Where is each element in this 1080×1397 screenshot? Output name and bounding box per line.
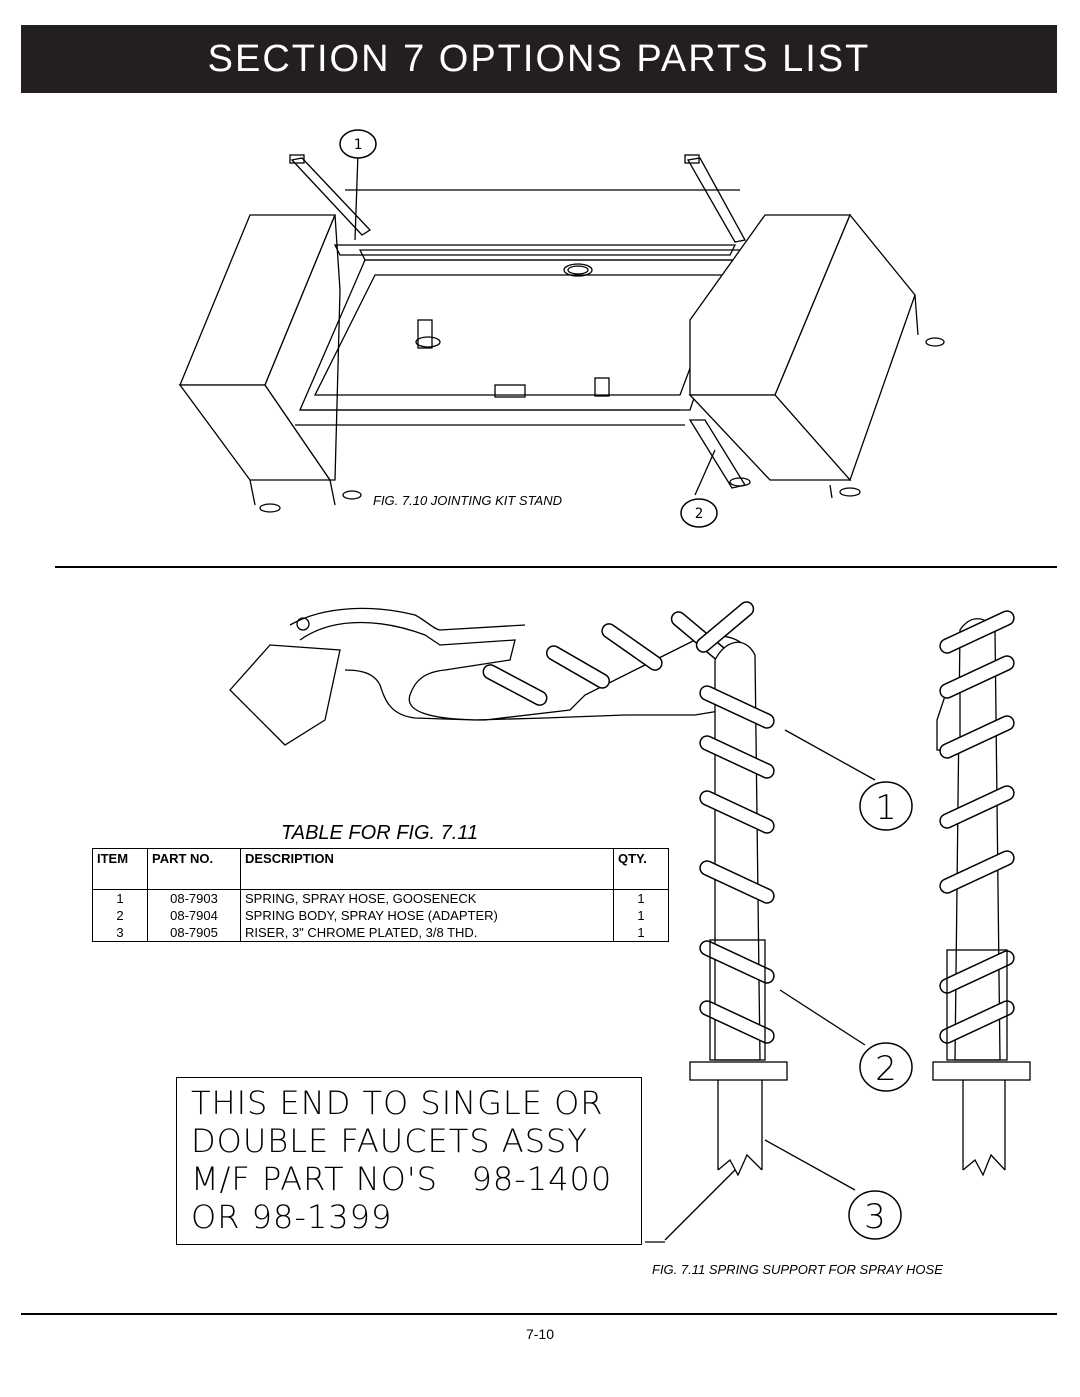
cell-description: SPRING, SPRAY HOSE, GOOSENECK: [240, 889, 614, 907]
page-number: 7-10: [525, 1326, 555, 1342]
fig10-caption: FIG. 7.10 JOINTING KIT STAND: [373, 493, 563, 508]
cell-part-no: 08-7904: [147, 907, 241, 924]
spring-support-drawing: [229, 601, 1031, 1243]
section-header: SECTION 7 OPTIONS PARTS LIST: [21, 25, 1057, 93]
note-line: THIS END TO SINGLE OR: [191, 1084, 604, 1122]
callout-3-fig11: 3: [848, 1190, 902, 1240]
col-item: ITEM: [92, 848, 148, 890]
jointing-kit-stand-drawing: [178, 152, 945, 513]
faucet-note-box: THIS END TO SINGLE OR DOUBLE FAUCETS ASS…: [176, 1077, 642, 1245]
cell-part-no: 08-7903: [147, 889, 241, 907]
footer-rule: [21, 1313, 1057, 1315]
table-row: 3 08-7905 RISER, 3" CHROME PLATED, 3/8 T…: [92, 924, 669, 942]
callout-label: 2: [875, 1049, 897, 1089]
cell-description: SPRING BODY, SPRAY HOSE (ADAPTER): [240, 907, 614, 924]
cell-qty: 1: [613, 907, 669, 924]
col-part-no: PART NO.: [147, 848, 241, 890]
cell-description: RISER, 3" CHROME PLATED, 3/8 THD.: [240, 924, 614, 942]
callout-label: 3: [864, 1197, 886, 1237]
cell-qty: 1: [613, 889, 669, 907]
callout-label: 1: [354, 137, 362, 153]
table-header-row: ITEM PART NO. DESCRIPTION QTY.: [92, 848, 669, 890]
col-description: DESCRIPTION: [240, 848, 614, 890]
callout-label: 2: [695, 506, 703, 522]
callout-2-fig11: 2: [859, 1042, 913, 1092]
callout-1-fig11: 1: [859, 781, 913, 831]
section-divider: [55, 566, 1057, 568]
table-row: 1 08-7903 SPRING, SPRAY HOSE, GOOSENECK …: [92, 889, 669, 907]
note-line: OR 98-1399: [191, 1198, 393, 1236]
parts-table: ITEM PART NO. DESCRIPTION QTY. 1 08-7903…: [92, 848, 669, 942]
callout-1-fig10: 1: [339, 129, 377, 159]
note-line: M/F PART NO'S 98-1400: [191, 1160, 613, 1198]
table-title: TABLE FOR FIG. 7.11: [281, 822, 479, 844]
cell-part-no: 08-7905: [147, 924, 241, 942]
col-qty: QTY.: [613, 848, 669, 890]
cell-item: 3: [92, 924, 148, 942]
callout-2-fig10: 2: [680, 498, 718, 528]
cell-qty: 1: [613, 924, 669, 942]
note-line: DOUBLE FAUCETS ASSY: [191, 1122, 588, 1160]
fig11-caption: FIG. 7.11 SPRING SUPPORT FOR SPRAY HOSE: [652, 1262, 943, 1277]
cell-item: 1: [92, 889, 148, 907]
callout-label: 1: [875, 788, 897, 828]
table-row: 2 08-7904 SPRING BODY, SPRAY HOSE (ADAPT…: [92, 907, 669, 924]
section-title: SECTION 7 OPTIONS PARTS LIST: [207, 37, 871, 80]
cell-item: 2: [92, 907, 148, 924]
